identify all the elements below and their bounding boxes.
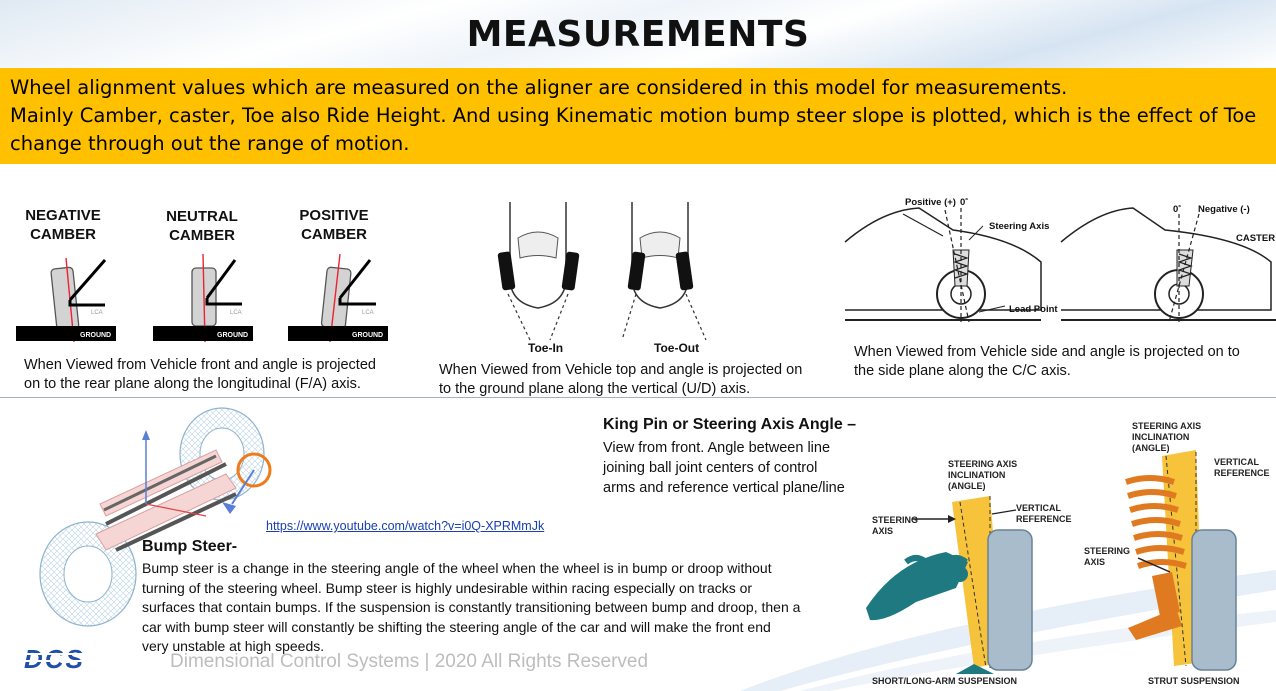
vertical-ref-right-2: REFERENCE [1214,468,1270,478]
sai-label-right-3: (ANGLE) [1132,443,1170,453]
bump-steer-line-1: Bump steer is a change in the steering a… [142,560,772,576]
toe-in-car: Toe-In [497,202,580,355]
kingpin-line-3: arms and reference vertical plane/line [603,480,845,496]
lca-label-2: LCA [230,310,242,316]
positive-caster-label: Positive (+) [905,197,956,208]
positive-camber-wheel: LCA GROUND [288,253,388,343]
dcs-logo: DCS [22,644,134,674]
kingpin-line-2: joining ball joint centers of control [603,460,818,476]
sai-label-right-2: INCLINATION [1132,432,1189,442]
zero-label-left: 0˚ [960,197,968,208]
zero-label-right: 0˚ [1173,204,1181,215]
camber-diagram: LCA GROUND LCA GROUND LCA GROUND [16,253,388,343]
vertical-ref-left-2: REFERENCE [1016,514,1072,524]
bump-steer-line-4: car with bump steer will constantly be s… [142,618,771,635]
positive-camber-label-line1: POSITIVE [299,207,369,224]
neutral-camber-label-line1: NEUTRAL [166,208,238,225]
logo-text: DCS [24,644,85,674]
negative-caster-car: 0˚ Negative (-) CASTER [1060,204,1276,323]
steering-axis-left-2: AXIS [872,526,893,536]
toe-diagram: Toe-In Toe-Out [497,202,707,355]
suspension-kinematics-diagram [39,407,272,627]
lca-label-1: LCA [91,310,103,316]
strut-suspension: STEERING AXIS INCLINATION (ANGLE) VERTIC… [1084,421,1270,686]
sai-label-left-2: INCLINATION [948,470,1005,480]
bump-steer-title: Bump Steer- [142,538,238,555]
intro-line-2: Mainly Camber, caster, Toe also Ride Hei… [10,104,1257,127]
intro-line-1: Wheel alignment values which are measure… [10,76,1068,99]
vertical-ref-right-1: VERTICAL [1214,457,1260,467]
page-title: MEASUREMENTS [466,14,810,55]
toe-caption-line-1: When Viewed from Vehicle top and angle i… [439,362,803,378]
steering-axis-label: Steering Axis [989,221,1049,232]
short-long-caption: SHORT/LONG-ARM SUSPENSION [872,676,1017,686]
toe-out-label: Toe-Out [654,341,699,355]
kingpin-title: King Pin or Steering Axis Angle – [603,416,857,433]
neutral-camber-label: NEUTRAL CAMBER [152,207,252,245]
bump-steer-body: Bump steer is a change in the steering a… [142,559,800,657]
camber-caption-line-2: on to the rear plane along the longitudi… [24,376,361,392]
ground-label-2: GROUND [217,332,248,339]
positive-camber-label: POSITIVE CAMBER [284,206,384,244]
kingpin-body: View from front. Angle between line join… [603,438,845,498]
ground-label-1: GROUND [80,332,111,339]
negative-camber-label: NEGATIVE CAMBER [13,206,113,244]
steering-axis-left-1: STEERING [872,515,918,525]
ground-label-3: GROUND [352,332,383,339]
youtube-link[interactable]: https://www.youtube.com/watch?v=i0Q-XPRM… [266,519,545,533]
caster-diagram: Positive (+) 0˚ Steering Axis Lead Point… [844,197,1276,323]
steering-axis-right-1: STEERING [1084,546,1130,556]
camber-caption: When Viewed from Vehicle front and angle… [24,356,376,394]
negative-camber-wheel: LCA GROUND [16,257,116,343]
positive-caster-car: Positive (+) 0˚ Steering Axis Lead Point [844,197,1058,323]
short-long-arm-suspension: STEERING AXIS INCLINATION (ANGLE) VERTIC… [866,459,1072,686]
steering-axis-inclination-diagram: STEERING AXIS INCLINATION (ANGLE) VERTIC… [866,421,1270,686]
toe-in-label: Toe-In [528,341,563,355]
bump-steer-line-2: turning of the steering wheel. Bump stee… [142,579,753,596]
camber-caption-line-1: When Viewed from Vehicle front and angle… [24,357,376,373]
kingpin-line-1: View from front. Angle between line [603,440,831,456]
bump-steer-line-3: surfaces that contain bumps. If the susp… [142,599,801,615]
bump-steer-line-5: very unstable at high speeds. [142,638,325,654]
negative-camber-label-line2: CAMBER [30,226,96,243]
toe-out-car: Toe-Out [621,202,707,355]
positive-camber-label-line2: CAMBER [301,226,367,243]
lead-point-label: Lead Point [1009,304,1058,315]
negative-caster-label: Negative (-) [1198,204,1250,215]
strut-caption: STRUT SUSPENSION [1148,676,1240,686]
intro-line-3: change through out the range of motion. [10,132,410,155]
toe-caption: When Viewed from Vehicle top and angle i… [439,361,802,399]
sai-label-right-1: STEERING AXIS [1132,421,1201,431]
sai-label-left-3: (ANGLE) [948,481,986,491]
steering-axis-right-2: AXIS [1084,557,1105,567]
lca-label-3: LCA [362,310,374,316]
caster-caption-line-2: the side plane along the C/C axis. [854,363,1071,379]
header-background [0,0,1276,68]
toe-caption-line-2: to the ground plane along the vertical (… [439,381,751,397]
sai-label-left-1: STEERING AXIS [948,459,1017,469]
neutral-camber-wheel: LCA GROUND [153,253,253,343]
vertical-ref-left-1: VERTICAL [1016,503,1062,513]
intro-banner: Wheel alignment values which are measure… [0,68,1276,164]
section-divider [0,397,1276,398]
neutral-camber-label-line2: CAMBER [169,227,235,244]
negative-camber-label-line1: NEGATIVE [25,207,101,224]
caster-label: CASTER [1236,233,1275,244]
footer-copyright: Dimensional Control Systems | 2020 All R… [170,651,649,672]
caster-caption: When Viewed from Vehicle side and angle … [854,343,1240,381]
caster-caption-line-1: When Viewed from Vehicle side and angle … [854,344,1240,360]
